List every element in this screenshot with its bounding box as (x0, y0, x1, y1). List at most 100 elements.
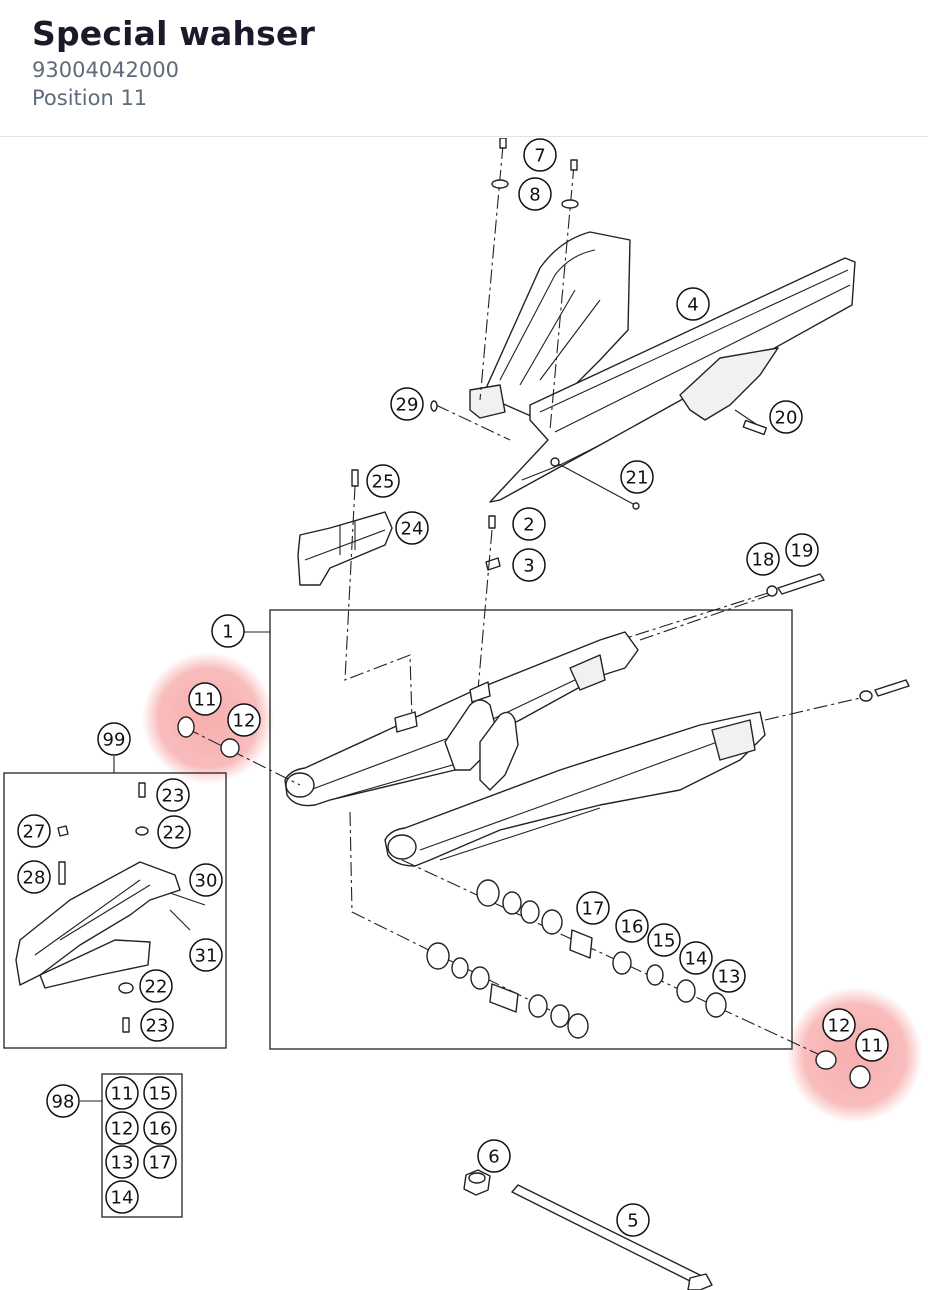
callout-c14[interactable]: 14 (679, 941, 713, 975)
callout-c24[interactable]: 24 (395, 511, 429, 545)
callout-number: 23 (162, 786, 185, 807)
callout-circle (143, 1076, 177, 1110)
callout-c31[interactable]: 31 (189, 938, 223, 972)
callout-c1[interactable]: 1 (211, 614, 245, 648)
callout-c7[interactable]: 7 (523, 138, 557, 172)
callout-c11a[interactable]: 11 (188, 682, 222, 716)
callout-circle (139, 969, 173, 1003)
bolt-19-part (766, 573, 825, 597)
bolt-2-part (488, 515, 496, 529)
callout-c19[interactable]: 19 (785, 533, 819, 567)
callout-circle (477, 1139, 511, 1173)
callout-k11[interactable]: 11 (105, 1076, 139, 1110)
callout-c20[interactable]: 20 (769, 400, 803, 434)
callout-number: 18 (752, 550, 775, 571)
callout-c2[interactable]: 2 (512, 507, 546, 541)
callout-number: 13 (111, 1153, 134, 1174)
callout-number: 15 (653, 931, 676, 952)
callout-c22a[interactable]: 22 (157, 815, 191, 849)
callout-number: 30 (195, 871, 218, 892)
callout-circle (822, 1008, 856, 1042)
chain-guard-part (469, 231, 856, 510)
part-number: 93004042000 (32, 58, 179, 82)
callout-circle (46, 1084, 80, 1118)
callout-c30[interactable]: 30 (189, 863, 223, 897)
callout-circle (616, 1203, 650, 1237)
washer-29-part (430, 400, 438, 412)
callout-c16[interactable]: 16 (615, 909, 649, 943)
callout-number: 23 (146, 1016, 169, 1037)
callout-number: 21 (626, 468, 649, 489)
callout-c29[interactable]: 29 (390, 387, 424, 421)
callout-number: 24 (401, 519, 424, 540)
callout-number: 29 (396, 395, 419, 416)
leader-11-left (185, 727, 301, 786)
leader-8 (549, 164, 575, 431)
part-title: Special wahser (32, 14, 316, 53)
callout-c22b[interactable]: 22 (139, 969, 173, 1003)
callout-c12a[interactable]: 12 (227, 703, 261, 737)
callout-number: 27 (23, 822, 46, 843)
callout-c12b[interactable]: 12 (822, 1008, 856, 1042)
callout-circle (227, 703, 261, 737)
callout-c99[interactable]: 99 (97, 722, 131, 756)
callout-c25[interactable]: 25 (366, 464, 400, 498)
leader-29 (435, 404, 511, 441)
leader-axis-top (639, 594, 771, 641)
callout-c17[interactable]: 17 (576, 891, 610, 925)
callout-c18[interactable]: 18 (746, 542, 780, 576)
callout-c21[interactable]: 21 (620, 460, 654, 494)
callout-circle (647, 923, 681, 957)
callout-c28[interactable]: 28 (17, 860, 51, 894)
callout-c5[interactable]: 5 (616, 1203, 650, 1237)
callout-circle (769, 400, 803, 434)
callout-c27[interactable]: 27 (17, 814, 51, 848)
swingarm-part (284, 631, 766, 867)
highlight-halo-right (787, 987, 923, 1123)
kit-99-parts (15, 782, 206, 1033)
swingarm-assembly-box (269, 609, 793, 1050)
callout-k12[interactable]: 12 (105, 1111, 139, 1145)
callout-circle (855, 1028, 889, 1062)
callout-number: 22 (145, 977, 168, 998)
callout-circle (143, 1111, 177, 1145)
special-washer-11-left[interactable] (177, 716, 195, 738)
kit-98-box (101, 1073, 183, 1218)
callout-number: 11 (111, 1084, 134, 1105)
page-header: Special wahser 93004042000 Position 11 (0, 0, 928, 137)
callout-number: 7 (534, 146, 545, 167)
callout-c3[interactable]: 3 (512, 548, 546, 582)
callout-c23a[interactable]: 23 (156, 778, 190, 812)
special-washer-11-right[interactable] (849, 1065, 871, 1089)
callout-k13[interactable]: 13 (105, 1145, 139, 1179)
callout-number: 6 (488, 1147, 499, 1168)
callout-number: 1 (222, 622, 233, 643)
callout-c13[interactable]: 13 (712, 959, 746, 993)
callout-circle (746, 542, 780, 576)
callout-c8[interactable]: 8 (518, 177, 552, 211)
callout-circle (105, 1180, 139, 1214)
callout-number: 20 (775, 408, 798, 429)
callout-k14[interactable]: 14 (105, 1180, 139, 1214)
callout-c23b[interactable]: 23 (140, 1008, 174, 1042)
bearing-stack-upper (476, 879, 727, 1018)
callout-k16[interactable]: 16 (143, 1111, 177, 1145)
nut-6-part (463, 1169, 491, 1196)
callout-c98[interactable]: 98 (46, 1084, 80, 1118)
callout-c4[interactable]: 4 (676, 287, 710, 321)
callout-circle (366, 464, 400, 498)
callout-c11b[interactable]: 11 (855, 1028, 889, 1062)
callout-number: 2 (523, 515, 534, 536)
bolt-right-part (859, 679, 910, 702)
clip-3-part (485, 557, 501, 571)
callout-number: 8 (529, 185, 540, 206)
callout-number: 14 (685, 949, 708, 970)
callout-k17[interactable]: 17 (143, 1145, 177, 1179)
callout-k15[interactable]: 15 (143, 1076, 177, 1110)
callout-circle (390, 387, 424, 421)
callout-c6[interactable]: 6 (477, 1139, 511, 1173)
callout-number: 15 (149, 1084, 172, 1105)
callout-circle (156, 778, 190, 812)
callout-circle (105, 1111, 139, 1145)
callout-c15[interactable]: 15 (647, 923, 681, 957)
